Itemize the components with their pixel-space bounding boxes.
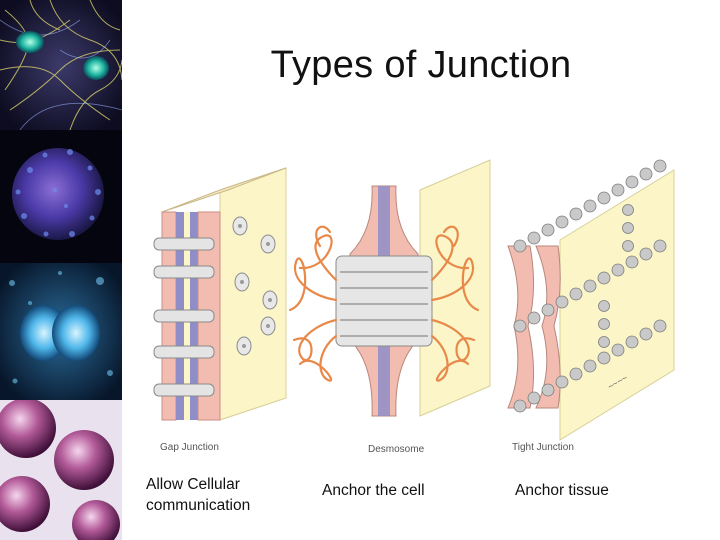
label-tight-junction: Tight Junction	[512, 442, 574, 453]
tight-junction-illustration: ~~~~	[507, 159, 675, 441]
label-desmosome: Desmosome	[368, 444, 425, 455]
spiky-cell-image	[0, 130, 122, 263]
junction-diagram: ~~~~ Gap Junction Desmosome Tight Juncti…	[153, 159, 675, 455]
caption-tight-junction: Anchor tissue	[515, 482, 609, 499]
side-image-strip	[0, 0, 122, 540]
desmosome-illustration	[288, 159, 491, 417]
caption-gap-junction: Allow Cellular communication	[146, 474, 250, 516]
gap-junction-illustration	[153, 167, 287, 421]
caption-desmosome: Anchor the cell	[322, 482, 425, 499]
caption-gap-line1: Allow Cellular	[146, 476, 240, 493]
slide-title: Types of Junction	[270, 44, 572, 86]
label-gap-junction: Gap Junction	[160, 442, 219, 453]
caption-gap-line2: communication	[146, 497, 251, 514]
fluorescent-cells-image	[0, 0, 122, 130]
red-cells-image	[0, 400, 122, 540]
dividing-cell-image	[0, 263, 122, 400]
